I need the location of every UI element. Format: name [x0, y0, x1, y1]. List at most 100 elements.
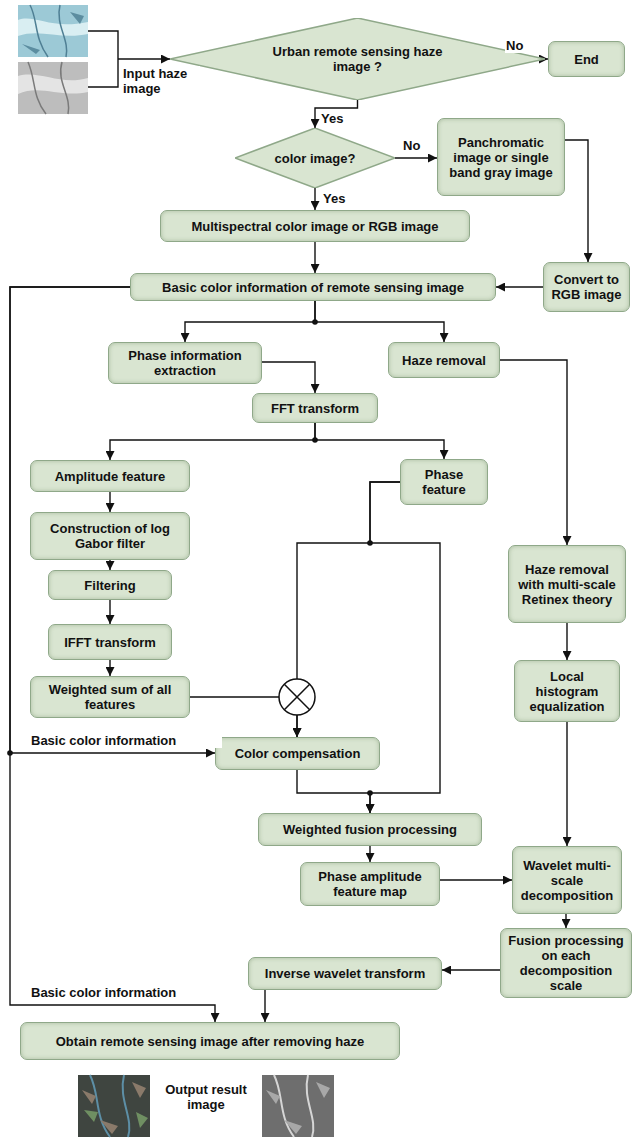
process-box: Basic color information of remote sensin…	[130, 273, 496, 301]
node-text: color image?	[260, 149, 370, 168]
node-text: Construction of log Gabor filter	[31, 519, 189, 553]
node-text: Filtering	[49, 576, 171, 595]
flow-arrow	[185, 301, 315, 342]
node-text: Haze removal	[389, 351, 499, 370]
process-box: Multispectral color image or RGB image	[160, 210, 470, 242]
flow-arrow	[314, 188, 315, 210]
node-text: Color compensation	[216, 744, 379, 763]
process-box: Haze removal	[388, 342, 500, 378]
node-text: Weighted sum of all features	[31, 680, 189, 714]
diamond-shape	[170, 18, 545, 100]
flow-arrow	[297, 770, 370, 813]
edge-label: No	[505, 38, 524, 53]
edge-label: No	[402, 138, 421, 153]
flow-arrow	[314, 242, 315, 273]
process-box: Haze removal with multi-scale Retinex th…	[508, 545, 626, 623]
city-patch	[266, 1082, 330, 1134]
river-line	[28, 62, 69, 114]
junction-dot	[7, 750, 13, 756]
image-ground	[18, 5, 88, 57]
haze-patch	[18, 75, 88, 94]
image-ground	[18, 62, 88, 114]
note-label: Output result image	[160, 1082, 252, 1112]
node-text: Basic color information of remote sensin…	[131, 278, 495, 297]
flow-arrow	[369, 846, 370, 862]
node-text: Convert to RGB image	[544, 270, 629, 304]
edge-label: Yes	[322, 191, 346, 206]
process-box: Wavelet multi-scale decomposition	[512, 846, 622, 914]
junction-dot	[312, 319, 318, 325]
process-box: IFFT transform	[48, 624, 172, 660]
flow-arrow	[109, 492, 110, 512]
node-text: Fusion processing on each decomposition …	[501, 931, 631, 995]
process-box: Construction of log Gabor filter	[30, 512, 190, 560]
flow-arrow	[315, 423, 444, 459]
node-text: Inverse wavelet transform	[249, 964, 441, 983]
haze-patch	[18, 19, 88, 36]
multiply-symbol	[279, 679, 315, 715]
node-text: End	[549, 50, 624, 69]
flow-arrow	[500, 360, 567, 545]
node-text: Urban remote sensing haze image ?	[263, 42, 453, 76]
flow-arrow	[566, 623, 567, 660]
node-text: Amplitude feature	[31, 467, 189, 486]
junction-dot	[312, 437, 318, 443]
city-patch	[82, 1082, 146, 1134]
node-text: Obtain remote sensing image after removi…	[21, 1032, 399, 1051]
flow-arrow	[565, 914, 566, 928]
decision-diamond: color image?	[235, 128, 395, 188]
process-box: Filtering	[48, 570, 172, 600]
vegetation-patch	[84, 1110, 148, 1128]
output-gray-image	[262, 1075, 334, 1137]
node-text: FFT transform	[253, 399, 377, 418]
flow-arrow	[264, 990, 265, 1022]
process-box: Convert to RGB image	[543, 262, 630, 312]
node-text: IFFT transform	[49, 633, 171, 652]
process-box: Phase amplitude feature map	[300, 862, 440, 906]
process-box: Panchromatic image or single band gray i…	[437, 118, 565, 196]
process-box: Phase feature	[400, 459, 488, 505]
process-box: Local histogram equalization	[514, 660, 620, 722]
flow-arrow	[395, 157, 437, 158]
node-text: Phase feature	[401, 465, 487, 499]
image-ground	[78, 1075, 150, 1137]
flow-arrow	[442, 969, 500, 970]
image-ground	[262, 1075, 334, 1137]
city-patch	[22, 12, 84, 54]
decision-diamond: Urban remote sensing haze image ?	[170, 18, 545, 100]
flow-arrow	[315, 301, 444, 342]
process-box: Color compensation	[215, 737, 380, 770]
node-text: Phase information extraction	[109, 346, 261, 380]
edge-label: Yes	[320, 111, 344, 126]
junction-dot	[367, 540, 373, 546]
node-text: Phase amplitude feature map	[301, 867, 439, 901]
input-leader-line	[88, 31, 118, 87]
flow-arrow	[565, 140, 588, 262]
node-text: Panchromatic image or single band gray i…	[438, 133, 564, 182]
node-text: Haze removal with multi-scale Retinex th…	[509, 560, 625, 609]
node-text: Multispectral color image or RGB image	[161, 217, 469, 236]
terminal-box: End	[548, 41, 625, 77]
process-box: FFT transform	[252, 393, 378, 423]
node-text: Weighted fusion processing	[259, 820, 481, 839]
flow-arrow	[110, 423, 315, 460]
flow-arrow	[315, 100, 358, 128]
node-text: Local histogram equalization	[515, 667, 619, 716]
node-text: Wavelet multi-scale decomposition	[513, 856, 621, 905]
diamond-shape	[235, 128, 395, 188]
flow-arrow	[10, 287, 215, 1022]
process-box: Obtain remote sensing image after removi…	[20, 1022, 400, 1060]
input-gray-image	[18, 62, 88, 114]
flow-arrow	[109, 560, 110, 570]
process-box: Fusion processing on each decomposition …	[500, 928, 632, 998]
flow-arrow	[109, 660, 110, 676]
multiply-cross	[284, 684, 309, 709]
input-color-image	[18, 5, 88, 57]
note-label: Input haze image	[122, 66, 200, 96]
input-arrow	[118, 58, 170, 59]
junction-dot	[367, 790, 373, 796]
process-box: Weighted fusion processing	[258, 813, 482, 846]
flow-arrow	[109, 600, 110, 624]
note-label: Basic color information	[30, 985, 222, 1000]
note-label: Basic color information	[30, 733, 222, 748]
